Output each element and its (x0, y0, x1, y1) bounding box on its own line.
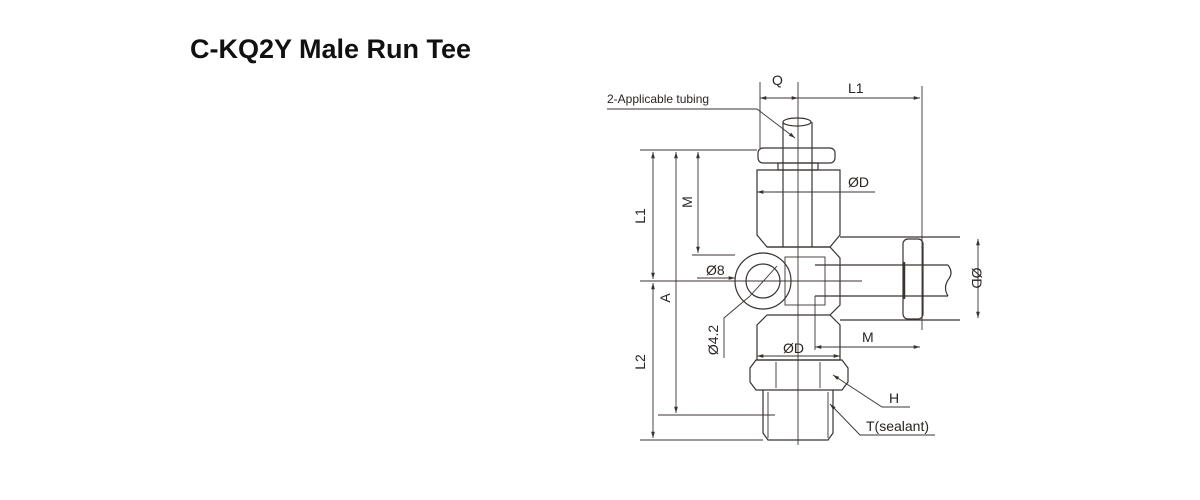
m-right-label: M (862, 329, 874, 345)
page-title: C-KQ2Y Male Run Tee (190, 34, 472, 64)
top-tube (782, 117, 813, 247)
l1-top-label: L1 (848, 80, 864, 96)
t-sealant-leader (829, 403, 935, 436)
center-block (767, 246, 841, 316)
mount-hole-outer (734, 252, 792, 310)
applicable-tubing-label: 2-Applicable tubing (607, 92, 709, 106)
mount-hole-inner (745, 263, 781, 299)
a-label: A (657, 293, 673, 303)
release-cap (757, 147, 836, 164)
od-upper-label: ØD (848, 174, 869, 190)
male-thread (762, 390, 834, 441)
phi4-2-label: Ø4.2 (705, 325, 721, 356)
phi8-label: Ø8 (706, 262, 725, 278)
h-label: H (889, 390, 899, 406)
od-right-label: ØD (969, 268, 985, 289)
center-port (784, 256, 826, 306)
l2-left-label: L2 (632, 354, 648, 370)
upper-body (756, 169, 841, 248)
m-left-label: M (679, 196, 695, 208)
hex-nut (749, 359, 849, 391)
q-label: Q (772, 72, 783, 88)
tubing-leader (607, 108, 796, 139)
right-arm (815, 236, 960, 321)
l1-left-label: L1 (632, 208, 648, 224)
t-sealant-label: T(sealant) (866, 418, 929, 434)
od-lower-label: ØD (783, 340, 804, 356)
h-leader (832, 374, 910, 408)
phi4-2-leader (723, 295, 751, 358)
phi4-2-diameter-line (749, 265, 778, 297)
